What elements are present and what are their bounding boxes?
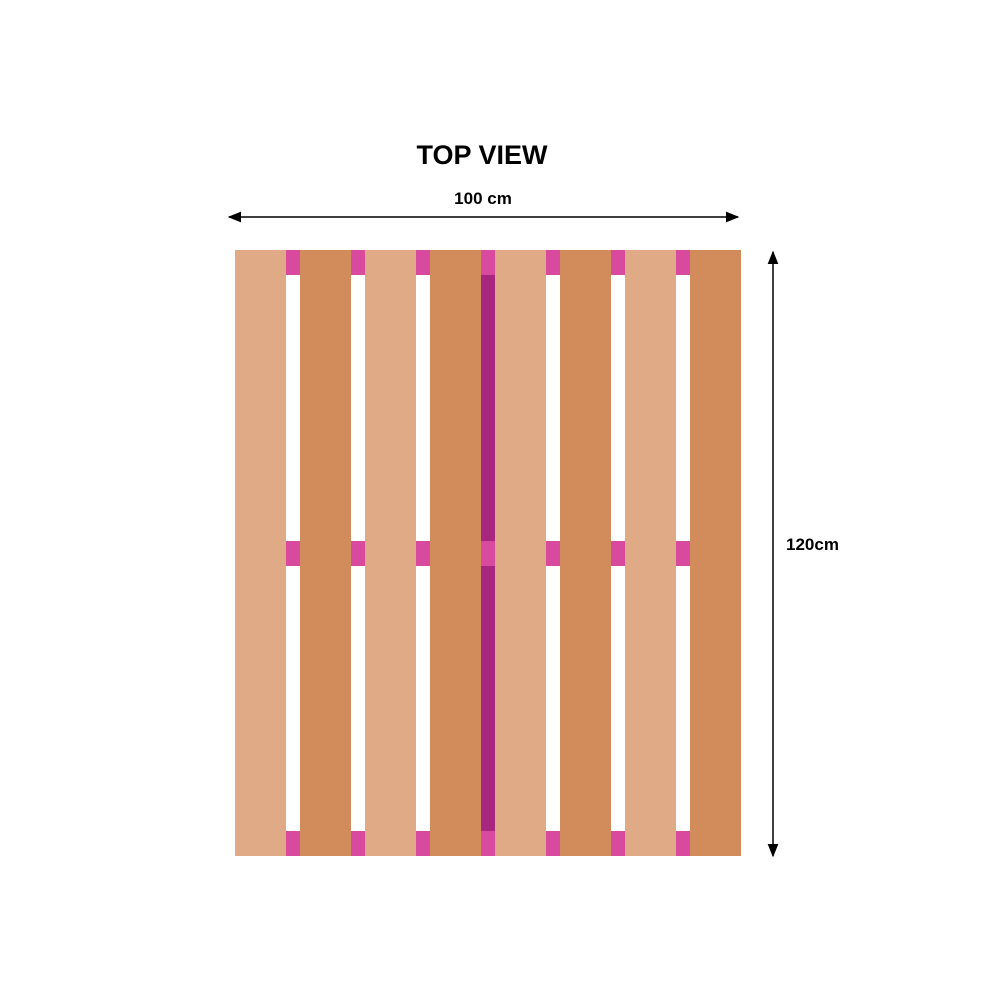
- top-board-1: [235, 250, 286, 856]
- height-dimension-label: 120cm: [786, 535, 839, 554]
- center-block-2: [478, 541, 495, 566]
- diagram-title: TOP VIEW: [416, 140, 548, 170]
- center-block-1: [478, 250, 495, 275]
- top-board-5: [495, 250, 546, 856]
- center-block-3: [478, 831, 495, 856]
- top-board-2: [300, 250, 351, 856]
- pallet-top-boards: [235, 250, 741, 856]
- top-board-6: [560, 250, 611, 856]
- top-board-3: [365, 250, 416, 856]
- top-board-8: [690, 250, 741, 856]
- top-board-7: [625, 250, 676, 856]
- top-board-4: [430, 250, 481, 856]
- width-dimension-label: 100 cm: [454, 189, 512, 208]
